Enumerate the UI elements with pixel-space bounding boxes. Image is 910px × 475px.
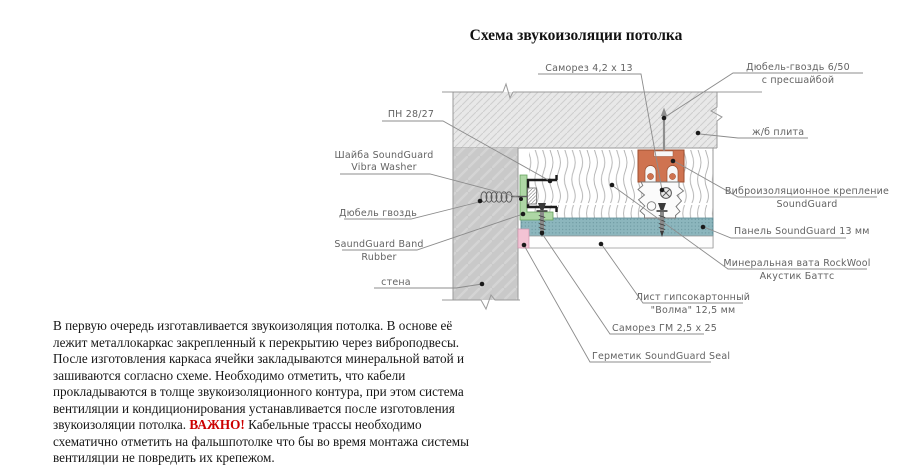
leader-lines <box>340 72 877 363</box>
label-slab: ж/б плита <box>752 127 804 138</box>
label-vibro-mount-line1: Виброизоляционное крепление <box>725 186 889 197</box>
page-title: Схема звукоизоляции потолка <box>469 27 683 44</box>
label-minwool-line2: Акустик Баттс <box>760 271 835 282</box>
vibro-mount <box>637 149 685 219</box>
slab-top-break-mark <box>502 82 514 100</box>
vibra-washer-hatch <box>527 188 537 204</box>
label-sealant: Герметик SoundGuard Seal <box>592 351 730 362</box>
mount-bracket-hole <box>646 201 657 211</box>
leader-dots <box>477 115 706 287</box>
important-word: ВАЖНО! <box>189 417 245 432</box>
label-samorez-4213: Саморез 4,2 x 13 <box>545 63 632 74</box>
vibro-mount-grommet-right <box>669 173 676 180</box>
label-band-line2: Rubber <box>361 252 396 263</box>
label-washer-line1: Шайба SoundGuard <box>335 150 434 161</box>
wall-bottom-break-mark <box>442 293 520 311</box>
label-washer-line2: Vibra Washer <box>351 162 416 173</box>
label-dowel-650-line1: Дюбель-гвоздь 6/50 <box>746 62 850 73</box>
label-panel: Панель SoundGuard 13 мм <box>734 226 870 237</box>
concrete-slab-region <box>453 92 717 148</box>
slab-right-break-mark <box>710 92 723 148</box>
vibro-mount-grommet-left <box>647 173 654 180</box>
label-gypsum-line1: Лист гипсокартонный <box>636 292 750 303</box>
label-dowel-650-line2: с пресшайбой <box>762 75 835 86</box>
label-minwool-line1: Минеральная вата RockWool <box>723 258 870 269</box>
label-pn-profile: ПН 28/27 <box>388 109 434 120</box>
description-paragraph: В первую очередь изготавливается звукоиз… <box>53 318 470 465</box>
soundguard-panel-texture <box>521 218 713 236</box>
label-samorez-gm: Саморез ГМ 2,5 x 25 <box>612 323 717 334</box>
label-wall: стена <box>381 277 411 288</box>
sealant-strip <box>517 228 530 249</box>
label-dowel-nail: Дюбель гвоздь <box>339 208 417 219</box>
label-vibro-mount-line2: SoundGuard <box>777 199 838 210</box>
wall-region <box>453 148 518 300</box>
label-band-line1: SaundGuard Band <box>334 239 423 250</box>
vibro-mount-top-slot <box>653 150 674 157</box>
label-gypsum-line2: "Волма" 12,5 мм <box>651 305 736 316</box>
